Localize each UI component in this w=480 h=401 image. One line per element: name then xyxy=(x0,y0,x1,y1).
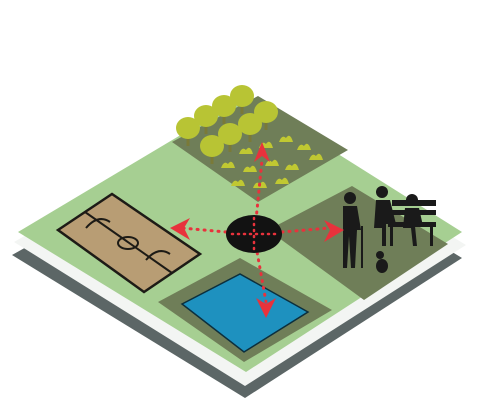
tree-canopy xyxy=(230,85,254,107)
bench-leg-right xyxy=(430,226,433,246)
tree-canopy xyxy=(254,101,278,123)
seated-person-right-head xyxy=(406,194,418,206)
standing-man-head xyxy=(344,192,356,204)
bench-leg-left xyxy=(390,226,393,246)
seated-person-left-head xyxy=(376,186,388,198)
cat-body xyxy=(376,259,388,273)
cat-head xyxy=(376,251,384,259)
